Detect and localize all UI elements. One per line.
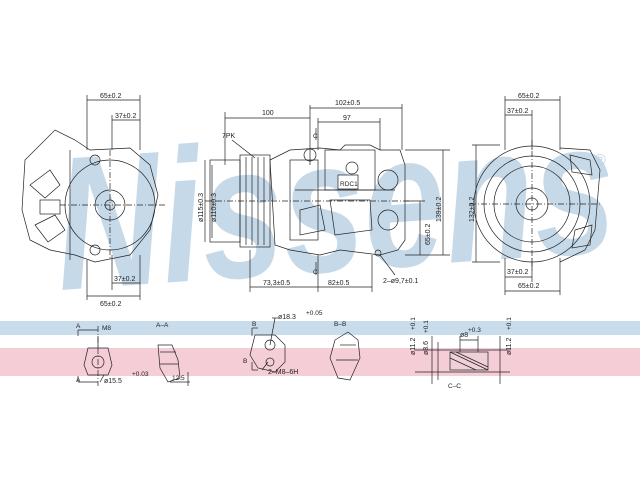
left-top-dim: 65±0.2: [100, 93, 121, 100]
dia-15: ø15.5: [104, 378, 122, 385]
left-top-dim2: 37±0.2: [115, 113, 136, 120]
dia-8b: ø8: [460, 332, 468, 339]
right-top-dim: 65±0.2: [518, 93, 539, 100]
detail-aa: [157, 344, 190, 386]
dim-97: 97: [343, 115, 351, 122]
aa-label: A–A: [156, 322, 169, 329]
dim-102: 102±0.5: [335, 100, 360, 107]
b-label-top: B: [252, 321, 256, 328]
bb-label: B–B: [334, 321, 346, 328]
dia-15-tol: +0.03: [132, 371, 149, 378]
a-label-top: A: [76, 323, 81, 330]
left-bottom-dim: 37±0.2: [114, 276, 135, 283]
right-bottom-dim2: 65±0.2: [518, 283, 539, 290]
dia-8b-tol: +0.3: [468, 327, 481, 334]
right-side-dim: 132±0.2: [469, 197, 476, 222]
right-top-dim2: 37±0.2: [507, 108, 528, 115]
right-view: [470, 96, 601, 295]
pink-band: [0, 348, 640, 376]
cc-label: C–C: [448, 383, 461, 390]
left-view: [21, 95, 165, 300]
dia-11b-tol: +0.1: [506, 317, 513, 330]
dia-11a: ø11.2: [410, 338, 417, 355]
side-view: [204, 104, 450, 292]
aa-dim: 12.5: [172, 375, 185, 382]
dia-8: ø8.6: [423, 341, 430, 355]
dia-11b: ø11.2: [506, 338, 513, 355]
detail-bb: [329, 331, 361, 381]
right-bottom-dim: 37±0.2: [507, 269, 528, 276]
m8-label: M8: [102, 325, 111, 332]
section-c-bottom: C: [313, 269, 318, 276]
dia-18-tol: +0.05: [306, 310, 323, 317]
section-c-top: C: [313, 133, 318, 140]
dim-65: 65±0.2: [425, 224, 432, 245]
dim-100: 100: [262, 110, 274, 117]
dia-8-tol: +0.1: [423, 320, 430, 333]
a-label-bottom: A: [76, 377, 81, 384]
dia-115: ø115±0.3: [198, 193, 205, 222]
blue-band: [0, 321, 640, 335]
detail-a: [77, 326, 113, 386]
holes-dim: 2–ø9,7±0.1: [383, 278, 418, 285]
dia-18: ø18.3: [278, 314, 296, 321]
dim-82: 82±0.5: [328, 280, 349, 287]
b-label-bottom: B: [243, 358, 247, 365]
registered-mark: ®: [594, 152, 606, 169]
pulley-label: 7PK: [222, 133, 236, 140]
detail-b: [249, 317, 286, 373]
left-bottom-dim2: 65±0.2: [100, 301, 121, 308]
dim-139: 139±0.2: [436, 197, 443, 222]
dia-110: ø110±0.3: [211, 193, 218, 222]
detail-cc: [415, 336, 510, 384]
dim-73: 73,3±0.5: [263, 280, 290, 287]
m8-6h: 2–M8–6H: [268, 369, 298, 376]
badge-text: RDC1: [340, 181, 358, 188]
dia-11a-tol: +0.1: [410, 317, 417, 330]
